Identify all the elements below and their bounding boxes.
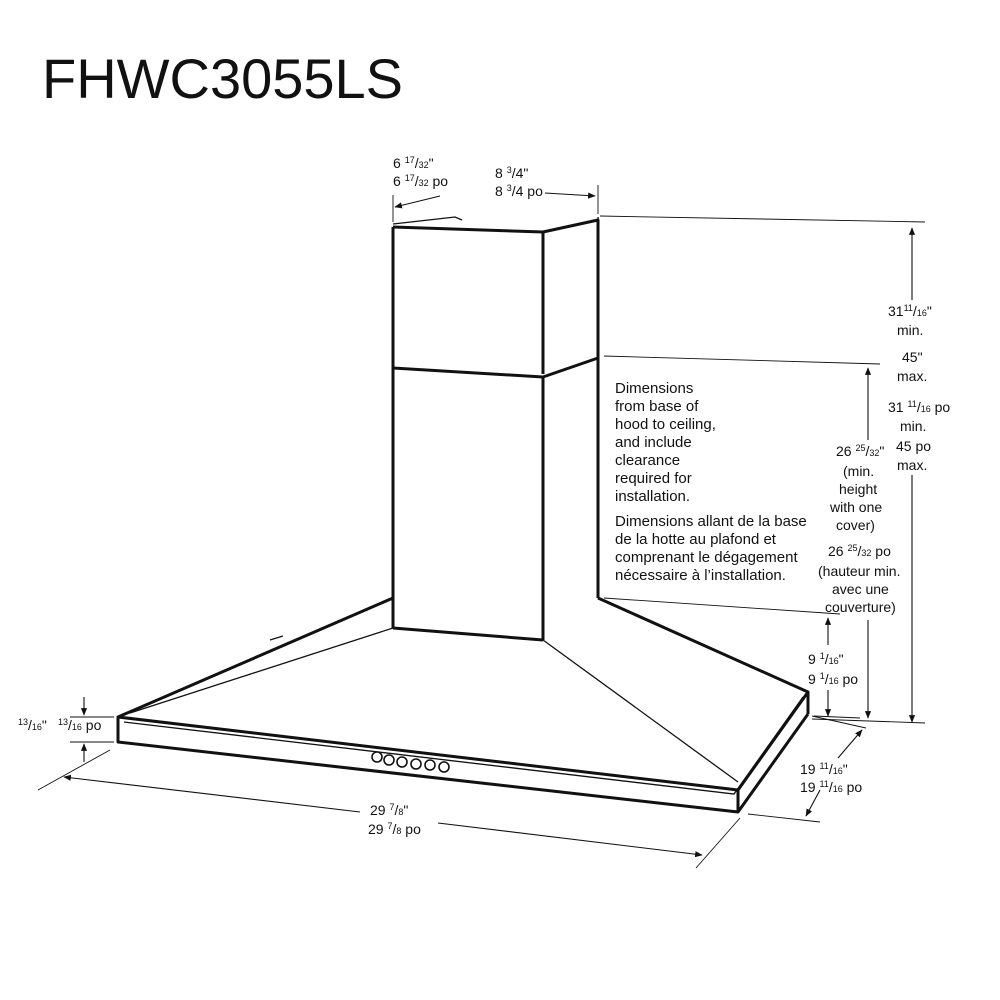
width-label-po: 29 7/8 po [368, 821, 421, 837]
width-label-in: 29 7/8" [370, 802, 408, 818]
model-title: FHWC3055LS [42, 47, 403, 110]
total-height-max-word-2: max. [897, 457, 927, 473]
total-height-max-label-po: 45 po [896, 438, 931, 454]
total-height-min-word-1: min. [897, 322, 923, 338]
note-en-line-7: installation. [615, 488, 690, 505]
note-en-line-2: from base of [615, 398, 699, 415]
note-en-line-5: clearance [615, 452, 680, 469]
one-cover-note-en-3: with one [829, 499, 882, 515]
lower-chimney-cover [392, 356, 599, 379]
note-en-line-6: required for [615, 470, 692, 487]
duct-side-label-in: 6 17/32" [393, 155, 434, 171]
total-height-min-word-2: min. [900, 418, 926, 434]
total-height-min-label-in: 3111/16" [888, 303, 932, 319]
one-cover-note-en-2: height [839, 481, 877, 497]
note-fr-line-3: comprenant le dégagement [615, 549, 798, 566]
note-en-line-4: and include [615, 434, 692, 451]
canopy-height-label-in: 9 1/16" [808, 651, 844, 667]
knob-5 [424, 759, 436, 771]
one-cover-note-fr-1: (hauteur min. [818, 563, 900, 579]
upper-chimney-cover [392, 218, 600, 358]
rim-height-label-po: 13/16 po [58, 717, 102, 733]
depth-label-in: 19 11/16" [800, 761, 848, 777]
knob-6 [438, 761, 450, 773]
knob-3 [396, 756, 408, 768]
note-fr-line-4: nécessaire à l’installation. [615, 567, 786, 584]
one-cover-note-en-4: cover) [836, 517, 875, 533]
total-height-max-word-1: max. [897, 368, 927, 384]
duct-front-label-in: 8 3/4" [495, 165, 528, 181]
duct-front-label-po: 8 3/4 po [495, 183, 543, 199]
knob-4 [410, 758, 422, 770]
dimension-lines [37, 185, 926, 869]
total-height-min-label-po: 31 11/16 po [888, 399, 950, 415]
canopy [116, 596, 810, 792]
depth-label-po: 19 11/16 po [800, 779, 862, 795]
one-cover-note-fr-3: couverture) [825, 599, 896, 615]
note-fr-line-2: de la hotte au plafond et [615, 531, 777, 548]
duct-side-label-po: 6 17/32 po [393, 173, 448, 189]
hood-drawing [116, 216, 810, 814]
note-fr-line-1: Dimensions allant de la base [615, 513, 807, 530]
one-cover-note-en-1: (min. [843, 463, 874, 479]
installation-note: Dimensions from base of hood to ceiling,… [615, 380, 807, 584]
total-height-max-label-in: 45" [902, 349, 923, 365]
knob-1 [371, 751, 383, 763]
rim-height-label-in: 13/16" [18, 717, 47, 733]
one-cover-note-fr-2: avec une [832, 581, 889, 597]
control-knobs [371, 751, 450, 773]
note-en-line-3: hood to ceiling, [615, 416, 716, 433]
note-en-line-1: Dimensions [615, 380, 693, 397]
canopy-height-label-po: 9 1/16 po [808, 671, 858, 687]
dimension-labels: 6 17/32" 6 17/32 po 8 3/4" 8 3/4 po 3111… [18, 155, 950, 837]
front-rim [116, 717, 740, 814]
one-cover-height-label-in: 26 25/32" [836, 443, 884, 459]
one-cover-height-label-po: 26 25/32 po [828, 543, 891, 559]
knob-2 [383, 754, 395, 766]
